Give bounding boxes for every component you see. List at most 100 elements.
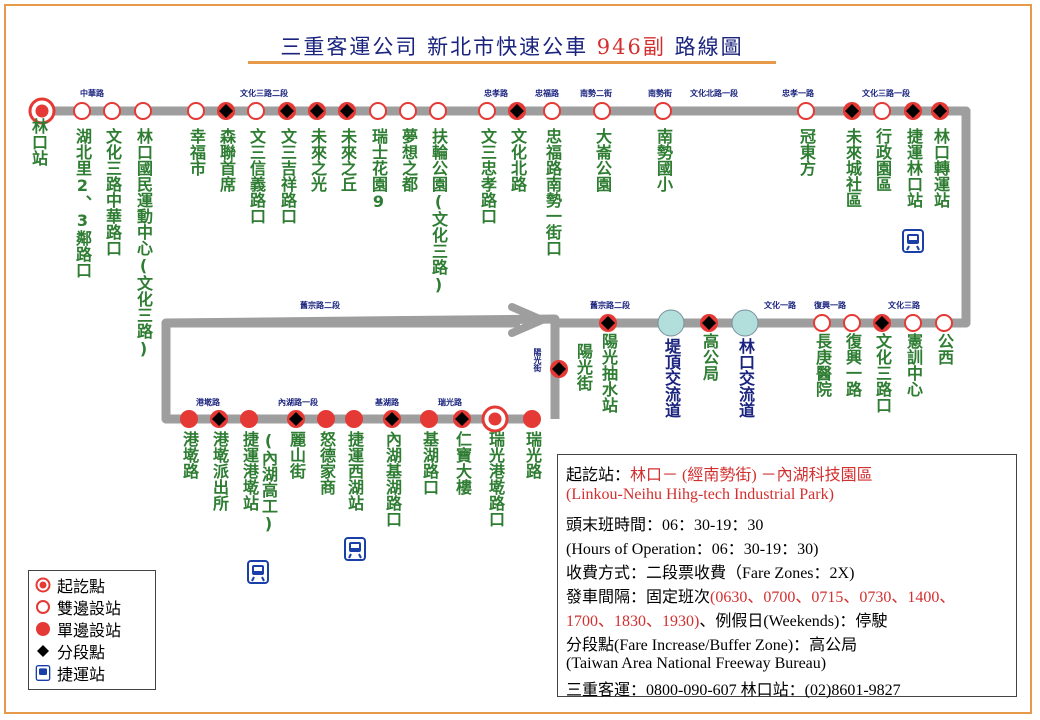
title-route-number: 946副 bbox=[596, 35, 666, 59]
stop-marker-both bbox=[134, 102, 152, 120]
stop-marker-fare bbox=[843, 102, 861, 120]
info-fare: 收費方式：二段票收費（Fare Zones：2X) bbox=[566, 565, 855, 582]
road-label: 忠孝路 bbox=[484, 89, 508, 98]
road-label: 南勢街 bbox=[648, 89, 672, 98]
info-interval-times-2: 1700、1830、1930) bbox=[566, 613, 700, 630]
stop-marker-fare bbox=[338, 102, 356, 120]
stop-label: 文化三路中華路口 bbox=[103, 128, 122, 256]
stop-marker-both bbox=[797, 102, 815, 120]
legend-label: 分段點 bbox=[57, 643, 106, 662]
legend-both: 雙邊設站 bbox=[35, 597, 121, 618]
stop-marker-fare bbox=[904, 102, 922, 120]
info-contact: 三重客運：0800-090-607 林口站：(02)8601-9827 bbox=[566, 682, 901, 699]
stop-label: 林口國民運動中心(文化三路) bbox=[134, 128, 153, 358]
diamond-icon bbox=[35, 643, 51, 659]
legend-terminal: 起訖點 bbox=[35, 575, 105, 596]
stop-marker-fare bbox=[508, 102, 526, 120]
open-circle-icon bbox=[35, 599, 51, 615]
stop-label: 湖北里2、3鄰路口 bbox=[73, 128, 92, 278]
road-label: 忠孝一路 bbox=[782, 89, 814, 98]
road-label: 舊宗路二段 bbox=[300, 301, 340, 310]
stop-label: 夢想之都 bbox=[399, 128, 418, 192]
stop-label: 復興一路 bbox=[843, 333, 862, 397]
stop-marker-both bbox=[593, 102, 611, 120]
legend-label: 捷運站 bbox=[57, 665, 106, 684]
stop-marker-ic bbox=[731, 309, 759, 337]
stop-label: 捷運西湖站 bbox=[345, 431, 364, 511]
stop-marker-both bbox=[429, 102, 447, 120]
route-title: 三重客運公司 新北市快速公車 946副 路線圖 bbox=[248, 31, 776, 65]
stop-label: 瑞光港墘路口 bbox=[486, 431, 505, 527]
stop-marker-ic bbox=[657, 309, 685, 337]
info-fare-point: 分段點(Fare Increase/Buffer Zone)：高公局 bbox=[566, 637, 858, 654]
stop-marker-fare bbox=[278, 102, 296, 120]
legend-single: 單邊設站 bbox=[35, 619, 122, 640]
stop-label: 瑞光路 bbox=[523, 431, 542, 479]
stop-marker-both bbox=[399, 102, 417, 120]
stop-label: 堤頂交流道 bbox=[662, 338, 681, 418]
metro-icon-xihu bbox=[344, 537, 366, 561]
info-terminals-label: 起訖站： bbox=[566, 467, 631, 484]
stop-marker-fare bbox=[217, 102, 235, 120]
stop-label: 南勢國小 bbox=[654, 128, 673, 192]
title-city: 新北市快速公車 bbox=[427, 35, 589, 59]
stop-marker-both bbox=[543, 102, 561, 120]
stop-label: 未來之光 bbox=[308, 128, 327, 192]
stop-label: 麗山街 bbox=[287, 431, 306, 479]
info-hours: 頭末班時間：06：30-19：30 bbox=[566, 517, 764, 534]
legend-metro: 捷運站 bbox=[35, 663, 106, 684]
info-interval: 發車間隔：固定班次(0630、0700、0715、0730、1400、 bbox=[566, 583, 955, 607]
stop-marker-fare bbox=[700, 314, 718, 332]
stop-label: 文三吉祥路口 bbox=[278, 128, 297, 224]
stop-label: 陽光街 bbox=[574, 343, 593, 391]
road-label: 基湖路 bbox=[375, 398, 399, 407]
stop-marker-both bbox=[187, 102, 205, 120]
info-terminals-en: (Linkou-Neihu Hihg-tech Industrial Park) bbox=[566, 486, 834, 503]
stop-marker-both bbox=[904, 314, 922, 332]
legend-label: 單邊設站 bbox=[57, 621, 122, 640]
stop-label: 公西 bbox=[935, 333, 954, 365]
stop-label: 捷運港墘站 bbox=[240, 431, 259, 511]
stop-marker-both bbox=[247, 102, 265, 120]
legend-fare: 分段點 bbox=[35, 641, 106, 662]
road-label: 港墘路 bbox=[196, 398, 220, 407]
stop-label: 長庚醫院 bbox=[813, 333, 832, 397]
stop-marker-single bbox=[317, 410, 335, 428]
stop-marker-single bbox=[420, 410, 438, 428]
info-interval-2: 1700、1830、1930)、例假日(Weekends)：停駛 bbox=[566, 607, 887, 631]
stop-marker-single bbox=[180, 410, 198, 428]
road-label: 南勢二街 bbox=[580, 89, 612, 98]
stop-marker-single bbox=[345, 410, 363, 428]
stop-label: 文三忠孝路口 bbox=[478, 128, 497, 224]
road-label: 陽光街 bbox=[533, 348, 542, 372]
stop-label: 港墘路 bbox=[180, 431, 199, 479]
stop-marker-both bbox=[813, 314, 831, 332]
stop-marker-fare bbox=[453, 410, 471, 428]
stop-label: 大崙公園 bbox=[593, 128, 612, 192]
stop-marker-terminal bbox=[481, 405, 509, 433]
stop-marker-fare bbox=[308, 102, 326, 120]
road-label: 復興一路 bbox=[814, 301, 846, 310]
stop-marker-both bbox=[73, 102, 91, 120]
stop-label: 行政園區 bbox=[873, 128, 892, 192]
info-interval-times: (0630、0700、0715、0730、1400、 bbox=[710, 589, 956, 606]
stop-label: 文三信義路口 bbox=[247, 128, 266, 224]
stop-marker-fare bbox=[287, 410, 305, 428]
stop-marker-fare bbox=[599, 314, 617, 332]
road-label: 中華路 bbox=[80, 89, 104, 98]
stop-label: 高公局 bbox=[700, 333, 719, 381]
stop-label: 文化北路 bbox=[508, 128, 527, 192]
stop-marker-terminal bbox=[28, 97, 56, 125]
stop-label: 未來城社區 bbox=[843, 128, 862, 208]
train-icon bbox=[35, 665, 51, 681]
stop-marker-both bbox=[873, 102, 891, 120]
stop-label: 怒德家商 bbox=[317, 431, 336, 495]
stop-marker-fare bbox=[931, 102, 949, 120]
road-label: 忠福路 bbox=[535, 89, 559, 98]
metro-icon-linkou bbox=[902, 229, 924, 253]
road-label: 文化三路一段 bbox=[862, 89, 910, 98]
title-underline bbox=[248, 61, 776, 64]
stop-marker-both bbox=[478, 102, 496, 120]
stop-label: 仁寶大樓 bbox=[453, 431, 472, 495]
stop-label: 未來之丘 bbox=[338, 128, 357, 192]
